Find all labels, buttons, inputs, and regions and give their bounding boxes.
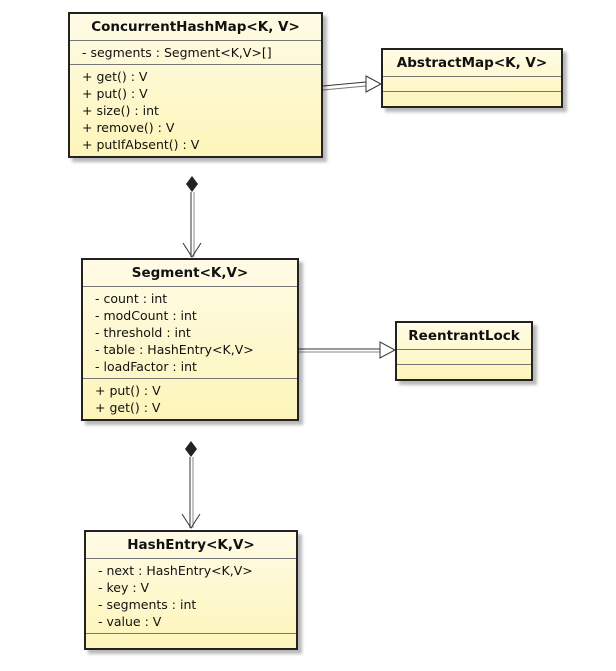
operations-section xyxy=(397,365,531,379)
class-type-params: <K,V> xyxy=(206,537,255,553)
attributes-section xyxy=(383,77,561,92)
attributes-section: - next : HashEntry<K,V> - key : V - segm… xyxy=(86,559,296,634)
generalization-line-concurrenthashmap-abstractmap-inner xyxy=(322,85,367,91)
class-type-params: <K, V> xyxy=(493,55,548,71)
attribute: - count : int xyxy=(95,291,168,306)
class-name: ReentrantLock xyxy=(397,323,531,350)
generalization-arrowhead-reentrantlock xyxy=(379,341,397,359)
generalization-line-concurrenthashmap-abstractmap xyxy=(322,81,367,87)
operations-section xyxy=(86,634,296,648)
attribute: - table : HashEntry<K,V> xyxy=(95,342,254,357)
attributes-section: - count : int - modCount : int - thresho… xyxy=(83,287,297,379)
attributes-section: - segments : Segment<K,V>[] xyxy=(70,41,321,65)
class-type-params: <K, V> xyxy=(246,19,300,35)
class-name-text: ReentrantLock xyxy=(408,328,520,344)
composition-diamond-concurrenthashmap xyxy=(186,176,198,192)
class-name-text: HashEntry xyxy=(127,537,207,553)
class-reentrantlock[interactable]: ReentrantLock xyxy=(395,321,533,381)
composition-diamond-segment xyxy=(185,441,197,457)
class-type-params: <K,V> xyxy=(199,265,249,281)
operation: + get() : V xyxy=(95,400,161,415)
operation: + put() : V xyxy=(95,383,161,398)
class-name: Segment<K,V> xyxy=(83,260,297,287)
operation: + size() : int xyxy=(82,103,159,118)
class-hashentry[interactable]: HashEntry<K,V> - next : HashEntry<K,V> -… xyxy=(84,530,298,650)
operation: + putIfAbsent() : V xyxy=(82,137,200,152)
class-segment[interactable]: Segment<K,V> - count : int - modCount : … xyxy=(81,258,299,421)
attribute: - loadFactor : int xyxy=(95,359,197,374)
operations-section xyxy=(383,92,561,106)
operation: + get() : V xyxy=(82,69,148,84)
class-name-text: Segment xyxy=(131,265,200,281)
class-name: ConcurrentHashMap<K, V> xyxy=(70,14,321,41)
operations-section: + get() : V + put() : V + size() : int +… xyxy=(70,65,321,156)
class-concurrenthashmap[interactable]: ConcurrentHashMap<K, V> - segments : Seg… xyxy=(68,12,323,158)
class-name-text: AbstractMap xyxy=(396,55,494,71)
generalization-arrowhead-abstractmap xyxy=(365,75,383,93)
composition-arrowhead-segment xyxy=(182,242,202,258)
class-name-text: ConcurrentHashMap xyxy=(91,19,247,35)
attribute: - modCount : int xyxy=(95,308,197,323)
class-name: HashEntry<K,V> xyxy=(86,532,296,559)
attribute: - segments : int xyxy=(98,597,197,612)
attribute: - key : V xyxy=(98,580,150,595)
attributes-section xyxy=(397,350,531,365)
composition-arrowhead-hashentry xyxy=(181,513,201,529)
operations-section: + put() : V + get() : V xyxy=(83,379,297,419)
attribute: - segments : Segment<K,V>[] xyxy=(82,45,272,60)
attribute: - threshold : int xyxy=(95,325,191,340)
operation: + remove() : V xyxy=(82,120,175,135)
class-name: AbstractMap<K, V> xyxy=(383,50,561,77)
attribute: - value : V xyxy=(98,614,162,629)
class-abstractmap[interactable]: AbstractMap<K, V> xyxy=(381,48,563,108)
operation: + put() : V xyxy=(82,86,148,101)
attribute: - next : HashEntry<K,V> xyxy=(98,563,253,578)
